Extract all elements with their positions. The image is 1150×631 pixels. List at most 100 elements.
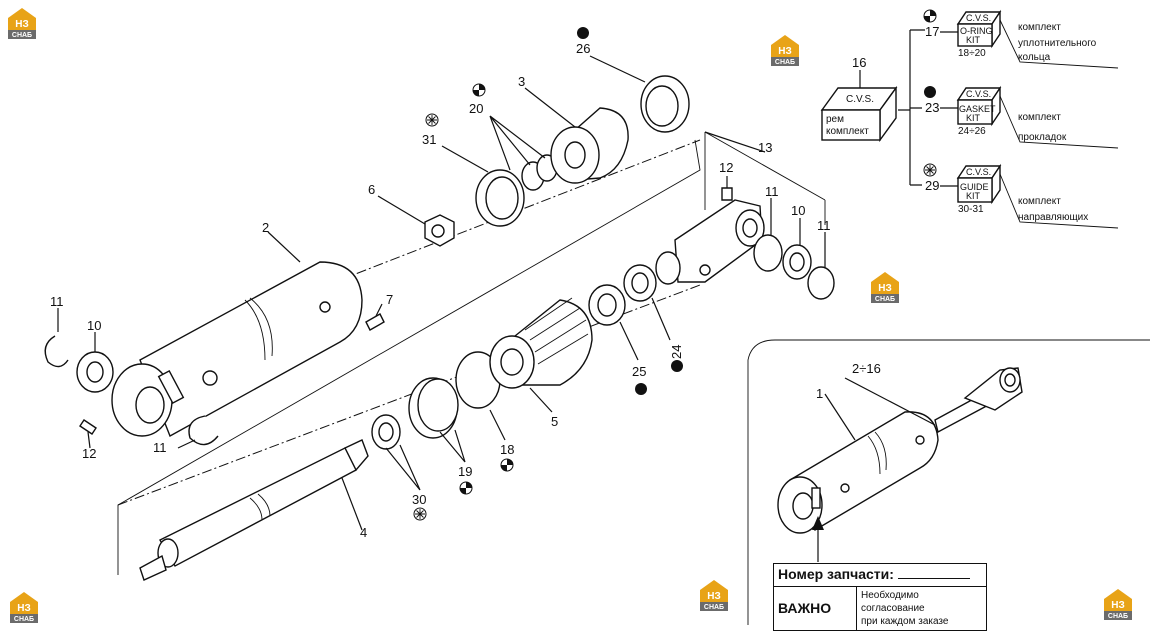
repair-kit-box: C.V.S. рем комплект bbox=[820, 85, 898, 143]
svg-text:уплотнительного: уплотнительного bbox=[1018, 38, 1097, 49]
important-note-line2: при каждом заказе bbox=[861, 616, 949, 627]
svg-text:17: 17 bbox=[925, 24, 939, 39]
callout-5: 5 bbox=[551, 414, 558, 429]
svg-text:GUIDE: GUIDE bbox=[960, 182, 989, 192]
brand-logo: НЗ СНАБ bbox=[771, 35, 799, 66]
callout-3: 3 bbox=[518, 74, 525, 89]
callout-26: 26 bbox=[576, 41, 590, 56]
svg-text:НЗ: НЗ bbox=[15, 19, 29, 30]
guide-ring-31 bbox=[475, 169, 525, 227]
part-number-row: Номер запчасти: bbox=[773, 563, 987, 587]
grease-nipple-right bbox=[721, 187, 733, 201]
svg-text:18÷20: 18÷20 bbox=[958, 48, 986, 59]
bearing-right bbox=[782, 244, 812, 280]
callout-13: 13 bbox=[758, 140, 772, 155]
svg-text:23: 23 bbox=[925, 100, 939, 115]
seal-26 bbox=[640, 75, 690, 133]
part-info-table: Номер запчасти: ВАЖНО Необходимо согласо… bbox=[773, 563, 987, 631]
gasket-kit: 23 C.V.S. GASKET KIT 24÷26 комплект прок… bbox=[924, 85, 1119, 149]
svg-text:рем: рем bbox=[826, 114, 844, 125]
callout-11-barrel: 11 bbox=[153, 440, 167, 455]
guide-kit-marker bbox=[425, 113, 439, 127]
o-rings-20 bbox=[521, 154, 558, 191]
important-note-line1: Необходимо согласование bbox=[861, 590, 925, 614]
callout-18: 18 bbox=[500, 442, 514, 457]
cylinder-barrel bbox=[111, 261, 363, 437]
callout-11-right-b: 11 bbox=[817, 218, 831, 233]
callout-20: 20 bbox=[469, 101, 483, 116]
circlip-barrel bbox=[188, 415, 219, 446]
bearing-left bbox=[76, 351, 114, 393]
callout-10-left: 10 bbox=[87, 318, 101, 333]
assembly-bracket bbox=[117, 139, 701, 575]
svg-text:прокладок: прокладок bbox=[1018, 132, 1067, 143]
svg-text:СНАБ: СНАБ bbox=[14, 616, 34, 623]
callout-25: 25 bbox=[632, 364, 646, 379]
svg-text:комплект: комплект bbox=[826, 126, 869, 137]
svg-text:GASKET: GASKET bbox=[959, 104, 996, 114]
svg-text:комплект: комплект bbox=[1018, 22, 1061, 33]
svg-text:кольца: кольца bbox=[1018, 52, 1051, 63]
assembled-cylinder bbox=[777, 367, 1023, 534]
part-number-field[interactable] bbox=[897, 566, 970, 579]
guide-kit-marker bbox=[413, 507, 427, 521]
svg-text:30-31: 30-31 bbox=[958, 204, 984, 215]
svg-text:СНАБ: СНАБ bbox=[12, 32, 32, 39]
circlip-left bbox=[44, 335, 69, 368]
part-number-label: Номер запчасти: bbox=[778, 566, 894, 582]
gasket-kit-marker bbox=[635, 383, 647, 395]
svg-text:НЗ: НЗ bbox=[1111, 600, 1125, 611]
gasket-kit-marker bbox=[577, 27, 589, 39]
grease-nipple-left bbox=[79, 419, 97, 435]
seal-25 bbox=[588, 284, 626, 326]
circlip-right-inner bbox=[753, 234, 783, 272]
svg-text:СНАБ: СНАБ bbox=[875, 296, 895, 303]
svg-text:комплект: комплект bbox=[1018, 196, 1061, 207]
important-label: ВАЖНО bbox=[778, 599, 832, 616]
piston-rod-4 bbox=[139, 439, 369, 581]
svg-text:комплект: комплект bbox=[1018, 112, 1061, 123]
arrow-head bbox=[812, 516, 824, 530]
pin-7 bbox=[365, 313, 385, 331]
callout-7: 7 bbox=[386, 292, 393, 307]
svg-text:29: 29 bbox=[925, 178, 939, 193]
callout-2: 2 bbox=[262, 220, 269, 235]
svg-text:24÷26: 24÷26 bbox=[958, 126, 986, 137]
svg-text:СНАБ: СНАБ bbox=[1108, 613, 1128, 620]
oring-kit-marker bbox=[472, 83, 486, 97]
oring-kit-marker bbox=[459, 481, 473, 495]
brand-logo: НЗ СНАБ bbox=[700, 580, 728, 611]
svg-text:C.V.S.: C.V.S. bbox=[966, 13, 991, 23]
oring-kit-marker bbox=[500, 458, 514, 472]
callout-11-left: 11 bbox=[50, 294, 64, 309]
inset-frame bbox=[747, 339, 1150, 625]
seal-24 bbox=[623, 264, 657, 302]
callout-12-left: 12 bbox=[82, 446, 96, 461]
rings-19 bbox=[408, 377, 459, 439]
nut-6 bbox=[424, 214, 455, 247]
svg-text:НЗ: НЗ bbox=[878, 283, 892, 294]
svg-text:KIT: KIT bbox=[966, 113, 981, 123]
gland-5 bbox=[489, 297, 593, 389]
callout-4: 4 bbox=[360, 525, 367, 540]
svg-text:C.V.S.: C.V.S. bbox=[966, 167, 991, 177]
gasket-kit-marker bbox=[671, 360, 683, 372]
callout-10-right: 10 bbox=[791, 203, 805, 218]
callout-24: 24 bbox=[669, 345, 684, 359]
callout-16: 16 bbox=[852, 55, 866, 70]
svg-text:KIT: KIT bbox=[966, 35, 981, 45]
svg-text:НЗ: НЗ bbox=[778, 46, 792, 57]
svg-text:направляющих: направляющих bbox=[1018, 212, 1088, 223]
callout-11-right-a: 11 bbox=[765, 184, 779, 199]
svg-text:СНАБ: СНАБ bbox=[775, 59, 795, 66]
svg-text:O-RING: O-RING bbox=[960, 26, 993, 36]
svg-text:KIT: KIT bbox=[966, 191, 981, 201]
callout-30: 30 bbox=[412, 492, 426, 507]
piston-3 bbox=[550, 107, 629, 184]
guide-bushing-30 bbox=[371, 414, 401, 450]
rod-eye-13 bbox=[655, 199, 765, 285]
callout-19: 19 bbox=[458, 464, 472, 479]
callout-6: 6 bbox=[368, 182, 375, 197]
guide-kit: 29 C.V.S. GUIDE KIT 30-31 комплект напра… bbox=[923, 163, 1119, 229]
